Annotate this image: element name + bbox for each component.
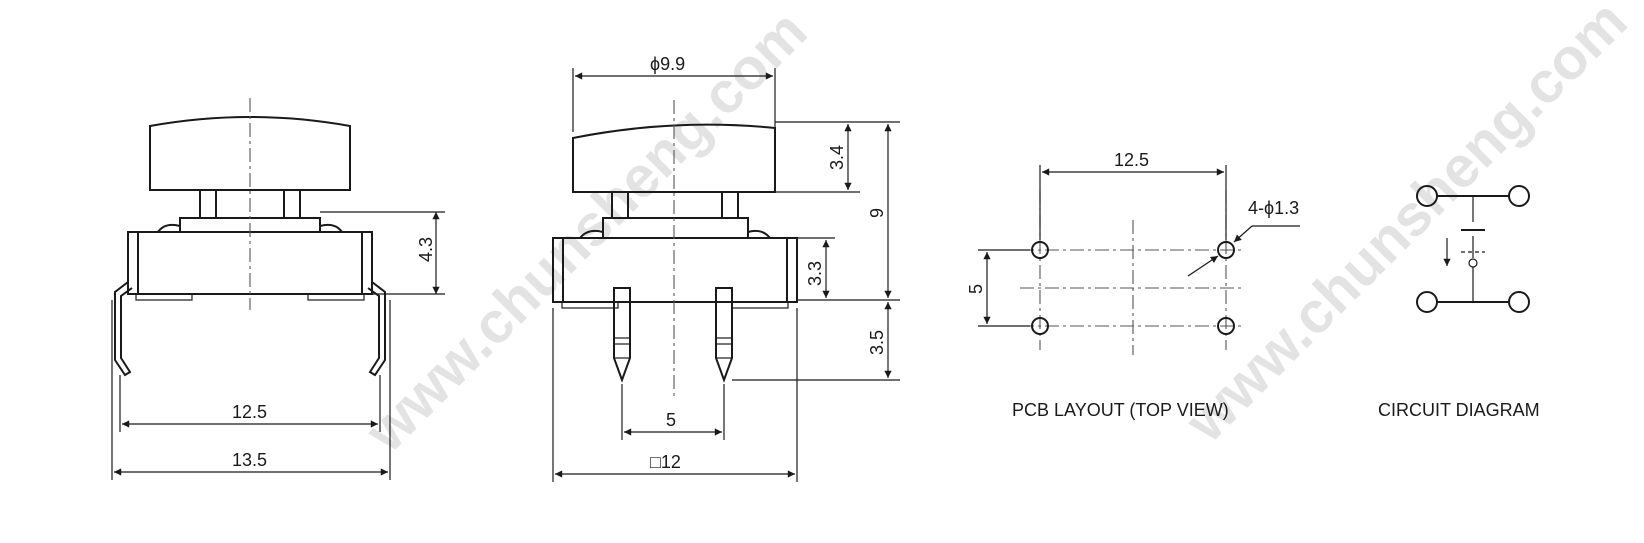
front-pin-left xyxy=(613,287,631,383)
terminal-circle xyxy=(1508,185,1530,207)
pcb-layout: 12.5 5 4-ϕ1.3 PCB LAYOUT (TOP VIEW) xyxy=(966,150,1300,420)
front-dim-body-square: □12 xyxy=(650,452,681,472)
circuit-caption: CIRCUIT DIAGRAM xyxy=(1378,400,1540,420)
front-pin-right xyxy=(715,287,733,383)
front-view: ϕ9.9 3.4 9 3.3 3.5 5 □12 xyxy=(552,54,900,482)
side-right-leg xyxy=(367,281,386,377)
pcb-hole xyxy=(1217,241,1235,259)
side-left-leg xyxy=(114,281,133,377)
side-view: 4.3 12.5 13.5 xyxy=(111,98,445,480)
pcb-hole xyxy=(1217,317,1235,335)
pcb-caption: PCB LAYOUT (TOP VIEW) xyxy=(1012,400,1229,420)
front-dim-pin-pitch: 5 xyxy=(666,410,676,430)
side-dim-height: 4.3 xyxy=(416,237,436,262)
pcb-dim-hole-spec: 4-ϕ1.3 xyxy=(1248,198,1299,218)
front-dim-cap-diameter: ϕ9.9 xyxy=(650,54,685,74)
front-dim-body-height: 3.3 xyxy=(805,261,825,286)
side-dim-pin-span: 12.5 xyxy=(232,402,267,422)
side-dim-overall-width: 13.5 xyxy=(232,450,267,470)
terminal-circle xyxy=(1416,291,1438,313)
pcb-dim-spacing-y: 5 xyxy=(966,284,986,294)
front-dim-total-height: 9 xyxy=(867,208,887,218)
watermark-right: www.chunsheng.com xyxy=(1173,0,1640,455)
front-dim-cap-height: 3.4 xyxy=(827,145,847,170)
svg-text:www.chunsheng.com: www.chunsheng.com xyxy=(1173,0,1640,455)
side-cap xyxy=(149,116,351,191)
pcb-hole xyxy=(1031,317,1049,335)
pcb-dim-spacing-x: 12.5 xyxy=(1114,150,1149,170)
front-dim-pin-length: 3.5 xyxy=(867,330,887,355)
front-body xyxy=(552,237,798,303)
circuit-diagram: CIRCUIT DIAGRAM xyxy=(1378,185,1540,420)
pcb-hole xyxy=(1031,241,1049,259)
terminal-circle xyxy=(1508,291,1530,313)
